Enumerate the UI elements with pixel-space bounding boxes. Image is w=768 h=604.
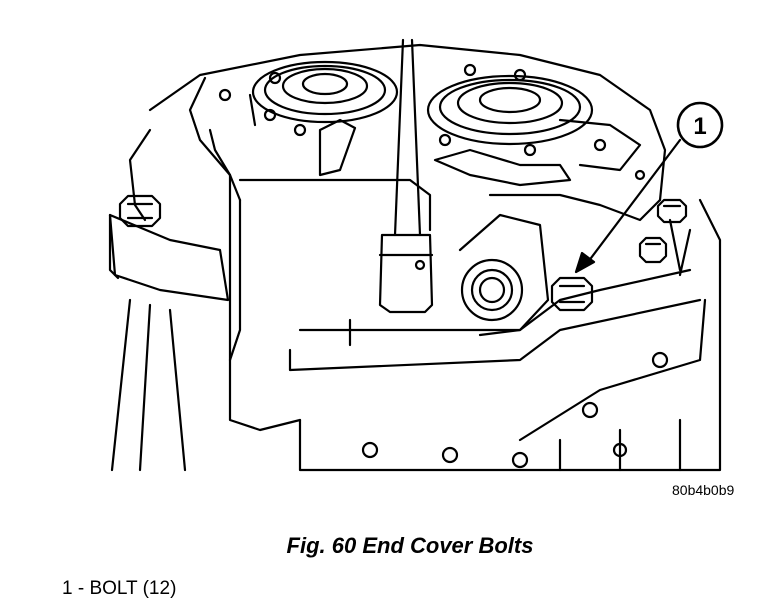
center-port <box>458 213 550 337</box>
image-reference-code: 80b4b0b9 <box>672 482 735 498</box>
left-seal <box>251 60 399 124</box>
right-seal <box>426 74 594 146</box>
shift-shaft <box>378 38 434 314</box>
callout-bubble: 1 <box>676 101 724 149</box>
callout-leader <box>574 138 682 274</box>
right-flange-bolts <box>638 198 692 277</box>
end-cover-housing <box>148 43 702 432</box>
left-bolt-head <box>118 194 162 228</box>
transmission-case <box>110 198 722 472</box>
figure-caption: Fig. 60 End Cover Bolts <box>286 533 534 558</box>
end-cover-illustration: 1 <box>108 38 724 472</box>
left-flange <box>108 128 230 302</box>
callout-number: 1 <box>693 113 706 140</box>
legend-item: 1 - BOLT (12) <box>62 578 177 599</box>
bolt-callout-target <box>550 276 594 312</box>
